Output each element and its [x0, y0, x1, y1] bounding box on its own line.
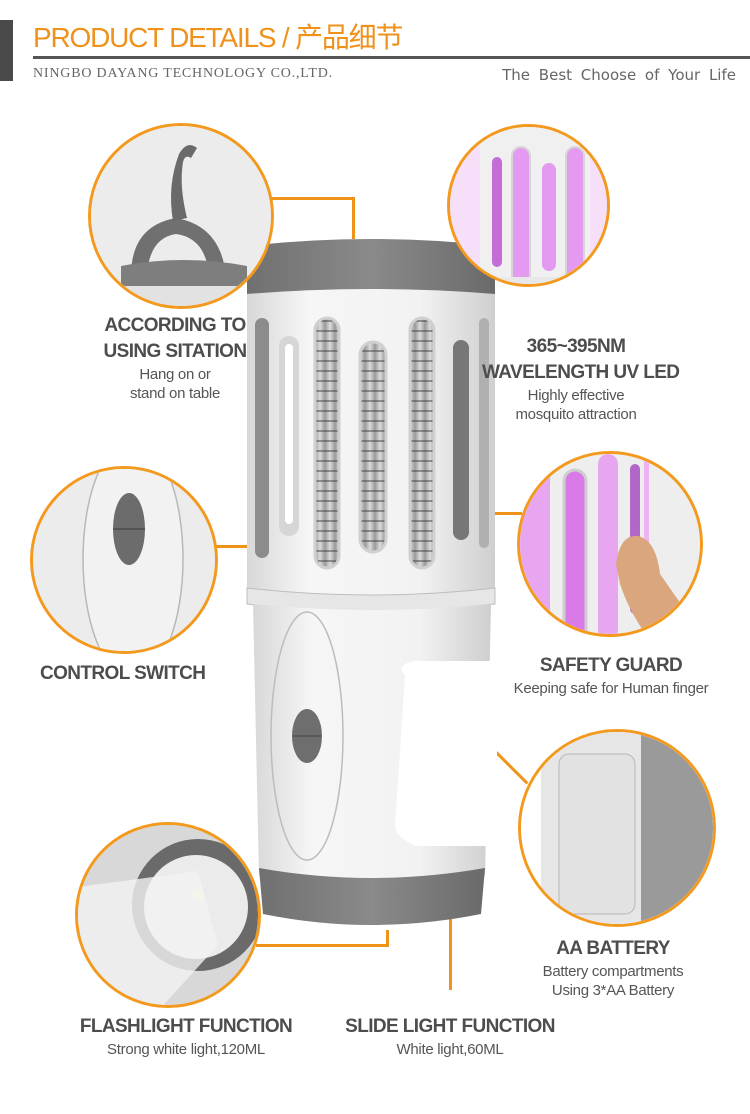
feature-safety-desc: Keeping safe for Human finger [513, 680, 709, 697]
mosquito-killer-lamp [245, 236, 497, 936]
flashlight-icon [78, 825, 258, 1005]
feature-hook-desc-2: stand on table [129, 385, 221, 402]
battery-compartment-icon [521, 732, 713, 924]
feature-uv-desc-2: mosquito attraction [515, 406, 637, 423]
feature-safety-title: SAFETY GUARD [539, 655, 683, 676]
uv-led-icon [450, 127, 607, 284]
flashlight-detail-circle [75, 822, 261, 1008]
hook-icon [91, 126, 271, 306]
header-accent-bar [0, 20, 13, 81]
feature-control-title: CONTROL SWITCH [40, 663, 206, 684]
feature-battery-desc-2: Using 3*AA Battery [551, 982, 675, 999]
finger-guard-icon [520, 454, 700, 634]
feature-flashlight-label: FLASHLIGHT FUNCTION Strong white light,1… [76, 1014, 296, 1059]
title-divider [33, 56, 750, 59]
battery-detail-circle [518, 729, 716, 927]
feature-safety-label: SAFETY GUARD Keeping safe for Human fing… [495, 653, 727, 698]
page-title: PRODUCT DETAILS / 产品细节 [33, 22, 403, 53]
control-switch-detail-circle [30, 466, 218, 654]
feature-hook-title-2: USING SITATION [103, 341, 248, 362]
feature-slide-label: SLIDE LIGHT FUNCTION White light,60ML [340, 1014, 560, 1059]
connector-hook [272, 197, 354, 200]
feature-uv-label: 365~395NM WAVELENGTH UV LED Highly effec… [482, 334, 680, 424]
feature-uv-title-2: WAVELENGTH UV LED [482, 362, 680, 383]
company-name: NINGBO DAYANG TECHNOLOGY CO.,LTD. [33, 66, 333, 81]
feature-uv-desc-1: Highly effective [527, 387, 625, 404]
feature-control-label: CONTROL SWITCH [40, 661, 210, 687]
hook-detail-circle [88, 123, 274, 309]
slogan: The Best Choose of Your Life [502, 66, 736, 84]
safety-guard-detail-circle [517, 451, 703, 637]
feature-hook-label: ACCORDING TO USING SITATION Hang on or s… [100, 313, 250, 403]
feature-slide-title: SLIDE LIGHT FUNCTION [345, 1016, 555, 1037]
feature-uv-title-1: 365~395NM [526, 336, 626, 357]
feature-hook-title-1: ACCORDING TO [104, 315, 246, 336]
feature-slide-desc: White light,60ML [396, 1041, 504, 1058]
feature-flashlight-desc: Strong white light,120ML [107, 1041, 265, 1058]
feature-battery-label: AA BATTERY Battery compartments Using 3*… [520, 936, 706, 1000]
feature-hook-desc-1: Hang on or [139, 366, 211, 383]
feature-battery-desc-1: Battery compartments [542, 963, 684, 980]
control-switch-icon [33, 469, 215, 651]
connector-flashlight-v [386, 930, 389, 947]
connector-hook-v [352, 197, 355, 239]
feature-battery-title: AA BATTERY [556, 938, 670, 959]
connector-flashlight [256, 944, 388, 947]
uv-led-detail-circle [447, 124, 610, 287]
feature-flashlight-title: FLASHLIGHT FUNCTION [79, 1016, 293, 1037]
